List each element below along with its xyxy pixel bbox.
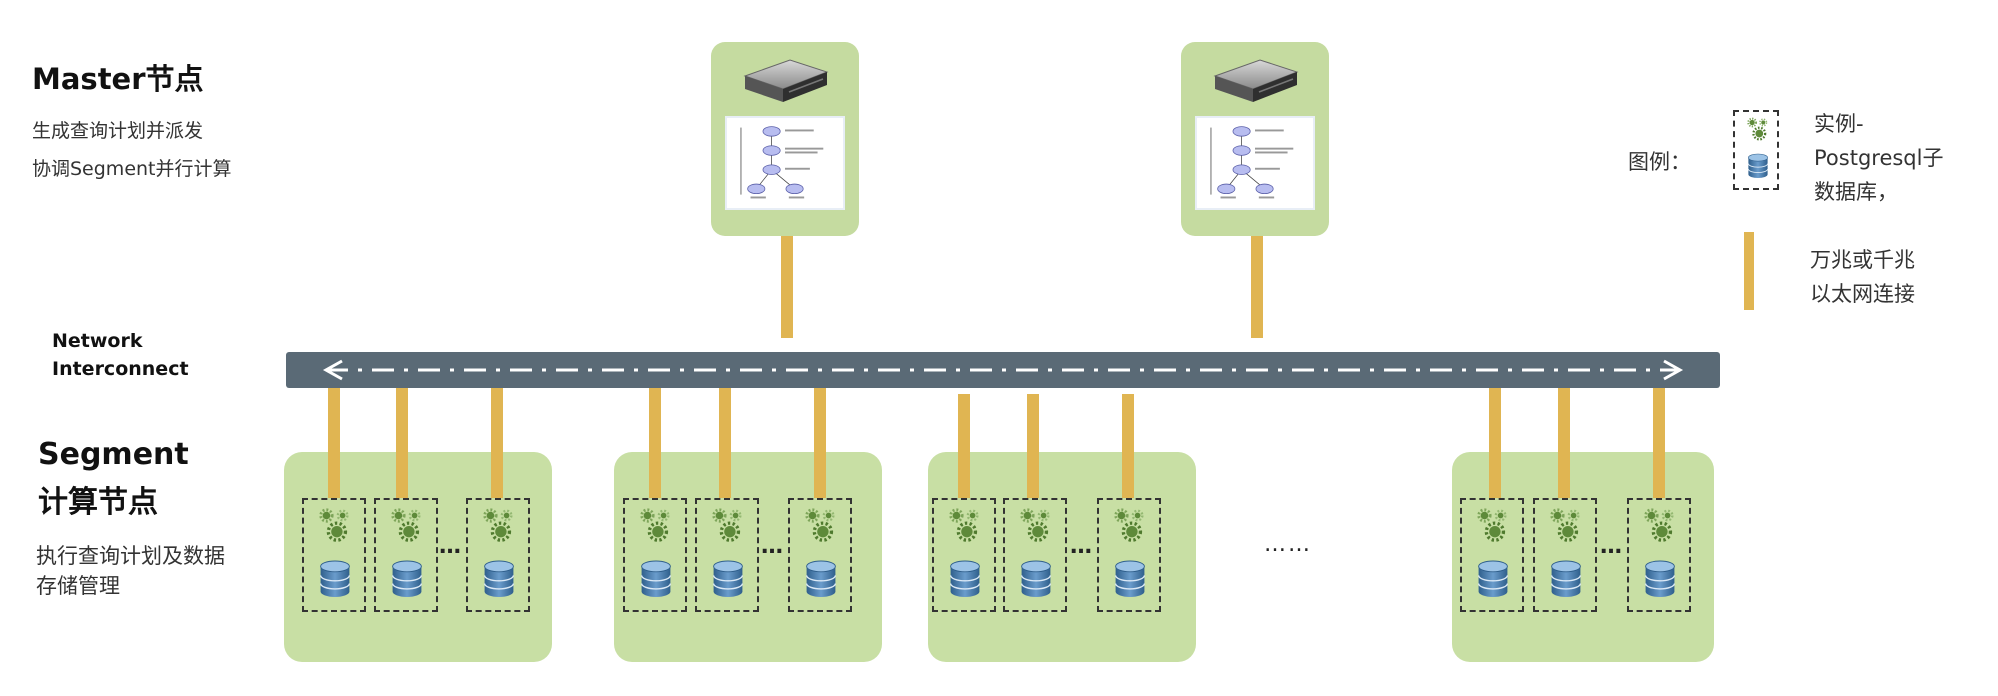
segment-link (328, 388, 340, 498)
gears-icon (1111, 506, 1149, 544)
gears-icon (1641, 506, 1679, 544)
instance-ellipsis: … (761, 534, 784, 559)
instance-ellipsis: … (439, 534, 462, 559)
database-icon (1548, 558, 1584, 600)
segment-desc-line-1: 执行查询计划及数据 (36, 544, 225, 568)
database-icon (947, 558, 983, 600)
query-plan-panel (725, 116, 845, 210)
instance-box (1533, 498, 1597, 612)
segment-link (1122, 394, 1134, 498)
instance-box (1097, 498, 1161, 612)
network-label-line-2: Interconnect (52, 358, 189, 380)
database-icon (1642, 558, 1678, 600)
database-icon (638, 558, 674, 600)
segment-link (1558, 388, 1570, 498)
segment-link (958, 394, 970, 498)
segment-link (396, 388, 408, 498)
query-plan-diagram-icon (1197, 118, 1313, 208)
instance-ellipsis: … (1070, 534, 1093, 559)
segment-gap-ellipsis: …… (1264, 532, 1312, 557)
legend-instance-line-3: 数据库， (1814, 180, 1898, 204)
segment-title-line-1: Segment (38, 437, 189, 472)
legend-instance-line-2: Postgresql子 (1814, 146, 1944, 170)
segment-title-line-2: 计算节点 (38, 485, 158, 520)
segment-link (649, 388, 661, 498)
gears-icon (637, 506, 675, 544)
gears-icon (1474, 506, 1512, 544)
segment-link (491, 388, 503, 498)
master-2-link (1251, 222, 1263, 338)
legend-instance-line-1: 实例- (1814, 112, 1864, 136)
gears-icon (480, 506, 518, 544)
instance-box (466, 498, 530, 612)
master-node-2 (1181, 42, 1329, 236)
master-node-1 (711, 42, 859, 236)
instance-box (374, 498, 438, 612)
gears-icon (316, 506, 354, 544)
gears-icon (1017, 506, 1055, 544)
master-desc-line-2: 协调Segment并行计算 (32, 158, 232, 180)
legend-link-line-1: 万兆或千兆 (1810, 248, 1915, 272)
database-icon (1746, 152, 1770, 180)
network-interconnect-bar (286, 352, 1720, 388)
gears-icon (388, 506, 426, 544)
database-icon (317, 558, 353, 600)
segment-link (814, 388, 826, 498)
database-icon (710, 558, 746, 600)
instance-box (788, 498, 852, 612)
gears-icon (709, 506, 747, 544)
segment-link (719, 388, 731, 498)
legend-prefix: 图例： (1628, 150, 1691, 174)
instance-box (623, 498, 687, 612)
database-icon (389, 558, 425, 600)
server-icon (735, 56, 835, 106)
database-icon (1475, 558, 1511, 600)
database-icon (803, 558, 839, 600)
master-1-link (781, 222, 793, 338)
instance-box (1460, 498, 1524, 612)
server-icon (1205, 56, 1305, 106)
query-plan-diagram-icon (727, 118, 843, 208)
instance-box (1627, 498, 1691, 612)
instance-ellipsis: … (1600, 534, 1623, 559)
gears-icon (1547, 506, 1585, 544)
gears-icon (946, 506, 984, 544)
instance-box (302, 498, 366, 612)
query-plan-panel (1195, 116, 1315, 210)
segment-link (1489, 388, 1501, 498)
legend-link-swatch (1744, 232, 1754, 310)
segment-link (1653, 388, 1665, 498)
gears-icon (1745, 116, 1771, 142)
segment-link (1027, 394, 1039, 498)
legend-link-line-2: 以太网连接 (1810, 282, 1915, 306)
gears-icon (802, 506, 840, 544)
segment-desc-line-2: 存储管理 (36, 574, 120, 598)
instance-box (1003, 498, 1067, 612)
instance-box (932, 498, 996, 612)
master-title: Master节点 (32, 62, 204, 96)
legend-instance-swatch (1733, 110, 1779, 190)
master-desc-line-1: 生成查询计划并派发 (32, 120, 204, 142)
database-icon (481, 558, 517, 600)
database-icon (1018, 558, 1054, 600)
network-label-line-1: Network (52, 330, 143, 352)
instance-box (695, 498, 759, 612)
database-icon (1112, 558, 1148, 600)
